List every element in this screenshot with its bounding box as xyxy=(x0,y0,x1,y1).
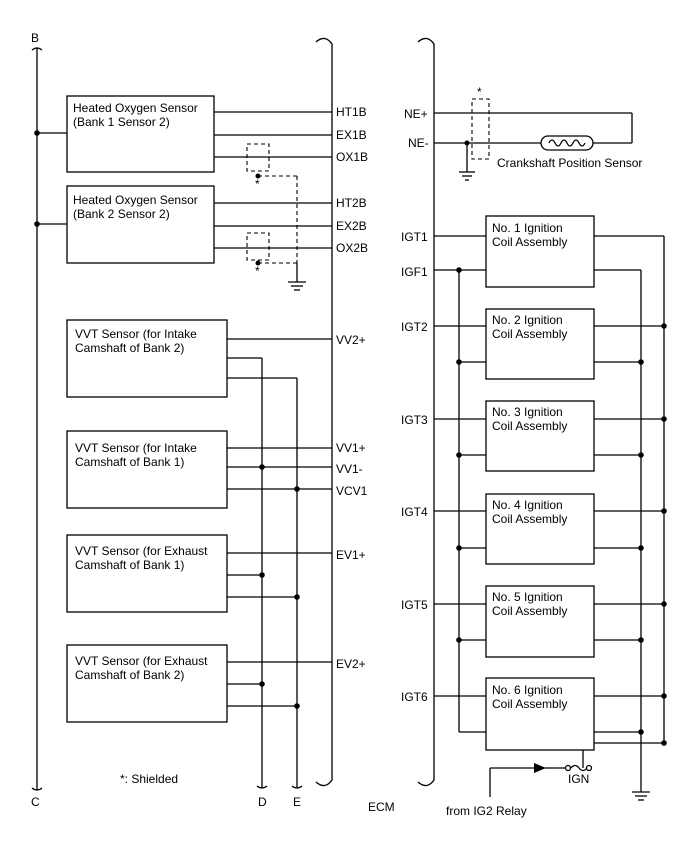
coil-3-box xyxy=(485,400,595,472)
coil-1-box xyxy=(485,215,595,288)
ho2s-bank1-line2: (Bank 1 Sensor 2) xyxy=(73,115,170,129)
vvt-intake-bank1-line1: VVT Sensor (for Intake xyxy=(75,441,197,455)
pin-ex2b: EX2B xyxy=(336,219,367,233)
coil-3-line1: No. 3 Ignition xyxy=(492,405,563,419)
pin-igt5: IGT5 xyxy=(401,598,428,612)
coil-2-line2: Coil Assembly xyxy=(492,327,567,341)
shield-mark-3: * xyxy=(477,85,482,99)
pin-ox2b: OX2B xyxy=(336,241,368,255)
pin-ht1b: HT1B xyxy=(336,105,367,119)
coil-2-line1: No. 2 Ignition xyxy=(492,313,563,327)
coil-4-line2: Coil Assembly xyxy=(492,512,567,526)
vvt-intake-bank1-line2: Camshaft of Bank 1) xyxy=(75,455,184,469)
coil-6-box xyxy=(485,677,595,751)
pin-ev2-plus: EV2+ xyxy=(336,657,366,671)
ign-fuse-label: IGN xyxy=(568,772,589,786)
shield-note: *: Shielded xyxy=(120,772,178,786)
coil-4-box xyxy=(485,493,595,565)
pin-ev1-plus: EV1+ xyxy=(336,548,366,562)
pin-vcv1: VCV1 xyxy=(336,484,368,498)
coil-5-line1: No. 5 Ignition xyxy=(492,590,563,604)
pin-igt6: IGT6 xyxy=(401,690,428,704)
left-power-bus xyxy=(31,47,67,791)
coil-4-line1: No. 4 Ignition xyxy=(492,498,563,512)
vvt-intake-bank2-line1: VVT Sensor (for Intake xyxy=(75,327,197,341)
crank-sensor-label: Crankshaft Position Sensor xyxy=(497,156,642,170)
vvt-intake-bank2-line2: Camshaft of Bank 2) xyxy=(75,341,184,355)
crank-shield xyxy=(459,98,490,181)
vvt-exhaust-bank1-line1: VVT Sensor (for Exhaust xyxy=(75,544,208,558)
pin-igf1: IGF1 xyxy=(401,265,428,279)
pin-vv1-minus: VV1- xyxy=(336,462,363,476)
ign-fuse-feed xyxy=(489,763,593,797)
connector-e-label: E xyxy=(293,795,301,809)
coil-1-line2: Coil Assembly xyxy=(492,235,567,249)
coil-6-line1: No. 6 Ignition xyxy=(492,683,563,697)
ho2s-shields xyxy=(246,143,306,291)
vvt-exhaust-bank2-line2: Camshaft of Bank 2) xyxy=(75,668,184,682)
coil-5-line2: Coil Assembly xyxy=(492,604,567,618)
vvt-exhaust-bank1-line2: Camshaft of Bank 1) xyxy=(75,558,184,572)
vvt-intake-bank2-box xyxy=(66,319,228,398)
pin-vv2-plus: VV2+ xyxy=(336,333,366,347)
pin-ne-plus: NE+ xyxy=(404,107,428,121)
pin-vv1-plus: VV1+ xyxy=(336,441,366,455)
ignition-ground-symbol xyxy=(632,768,650,801)
ig2-relay-label: from IG2 Relay xyxy=(446,804,527,818)
ignition-bus-lines xyxy=(458,236,665,768)
pin-ne-minus: NE- xyxy=(408,136,429,150)
ho2s-bank1-box xyxy=(66,95,215,173)
pin-igt4: IGT4 xyxy=(401,505,428,519)
ho2s-bank1-line1: Heated Oxygen Sensor xyxy=(73,101,198,115)
ho2s-bank2-line2: (Bank 2 Sensor 2) xyxy=(73,207,170,221)
pin-ox1b: OX1B xyxy=(336,150,368,164)
ecm-label: ECM xyxy=(368,800,395,814)
shield-mark-1: * xyxy=(255,177,260,191)
pin-ex1b: EX1B xyxy=(336,128,367,142)
vvt-exhaust-bank1-box xyxy=(66,534,228,613)
shield-mark-2: * xyxy=(255,264,260,278)
coil-1-line1: No. 1 Ignition xyxy=(492,221,563,235)
pin-igt2: IGT2 xyxy=(401,320,428,334)
vvt-return-lines xyxy=(256,358,303,789)
coil-6-line2: Coil Assembly xyxy=(492,697,567,711)
coil-5-box xyxy=(485,585,595,658)
connector-b-label: B xyxy=(31,31,39,45)
vvt-intake-bank1-box xyxy=(66,430,228,509)
ho2s-bank2-line1: Heated Oxygen Sensor xyxy=(73,193,198,207)
coil-2-box xyxy=(485,308,595,380)
pin-igt1: IGT1 xyxy=(401,230,428,244)
coil-3-line2: Coil Assembly xyxy=(492,419,567,433)
ho2s-bank2-box xyxy=(66,185,215,264)
pin-ht2b: HT2B xyxy=(336,196,367,210)
vvt-exhaust-bank2-line1: VVT Sensor (for Exhaust xyxy=(75,654,208,668)
pin-igt3: IGT3 xyxy=(401,413,428,427)
connector-d-label: D xyxy=(258,795,267,809)
connector-c-label: C xyxy=(31,795,40,809)
ecm-body xyxy=(315,37,435,787)
